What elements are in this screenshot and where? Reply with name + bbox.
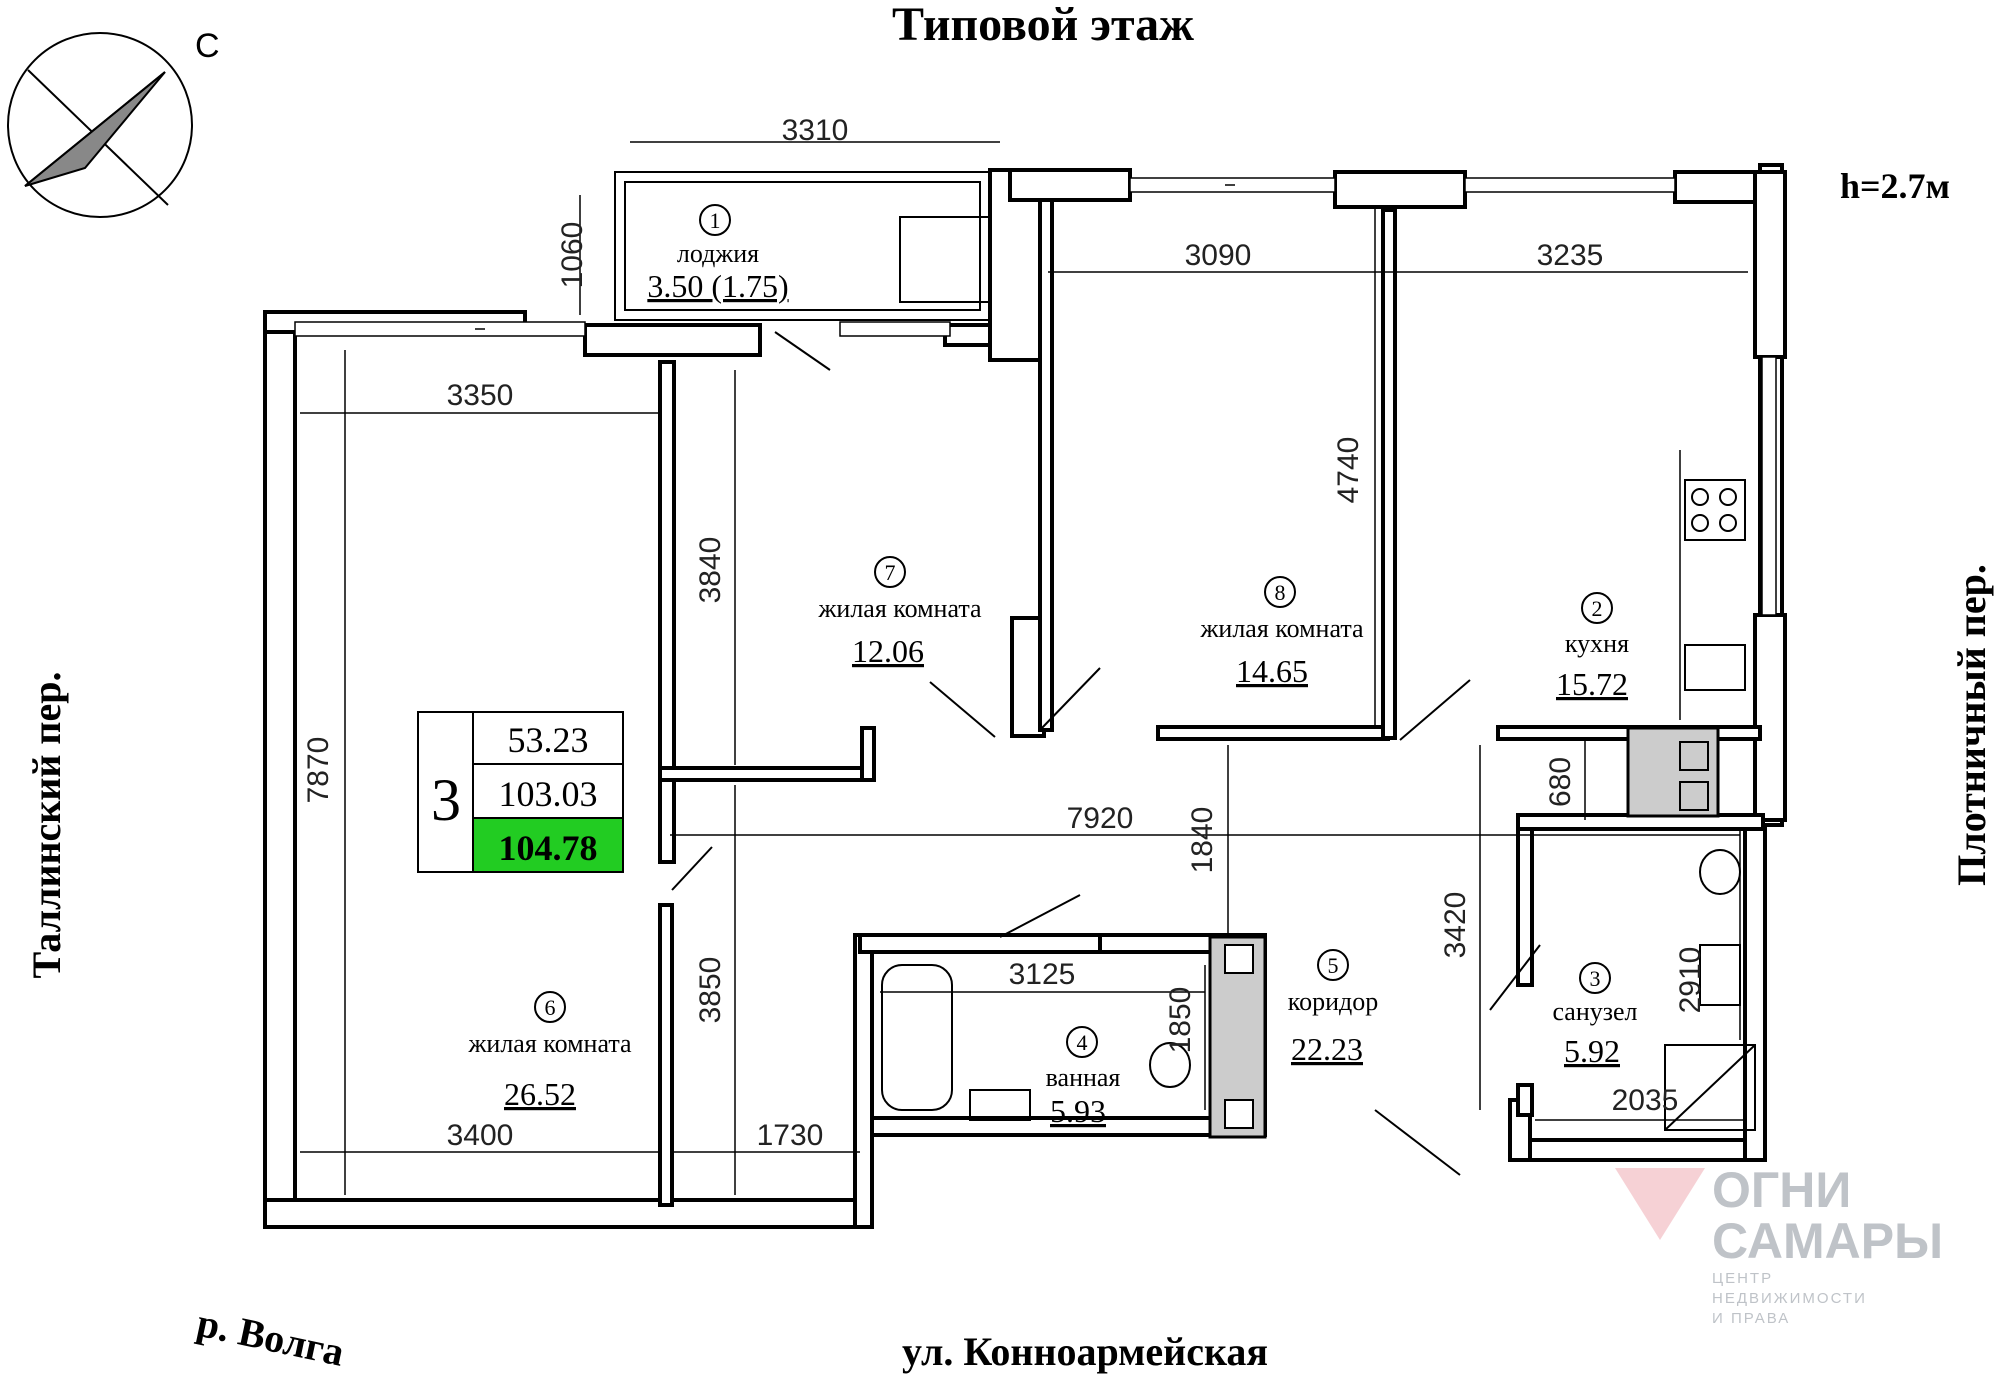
svg-text:22.23: 22.23 [1291,1031,1363,1067]
dim-corridor-height: 1840 [1186,807,1219,874]
room-label-1: 1 лоджия 3.50 (1.75) [647,204,789,304]
dim-room6-width: 3350 [447,379,514,412]
dim-left-height: 3850 [694,957,727,1024]
svg-text:3: 3 [1590,966,1601,991]
svg-text:ванная: ванная [1046,1063,1121,1092]
svg-text:жилая комната: жилая комната [467,1029,632,1058]
dim-loggia-height: 1060 [556,222,589,289]
svg-text:8: 8 [1275,580,1286,605]
dim-bottom-mid: 1730 [757,1119,824,1152]
dim-hall-height: 680 [1544,757,1577,807]
street-right: Плотничный пер. [1949,564,1994,886]
compass-north-letter: С [195,27,220,65]
dim-wc-height: 3420 [1439,892,1472,959]
ceiling-height-label: h=2.7м [1840,166,1950,206]
dim-room6-height: 7870 [302,737,335,804]
room-label-7: 7 жилая комната 12.06 [817,556,982,669]
living-area: 53.23 [508,720,589,760]
dim-room6-bottom: 3400 [447,1119,514,1152]
svg-text:санузел: санузел [1552,997,1637,1026]
area-summary-table: 3 53.23 103.03 104.78 [417,711,624,873]
svg-text:6: 6 [545,995,556,1020]
room-label-4: 4 ванная 5.93 [1046,1026,1121,1129]
svg-text:4: 4 [1077,1030,1088,1055]
svg-text:26.52: 26.52 [504,1076,576,1112]
brand-logo-icon [1615,1168,1705,1240]
page-title: Типовой этаж [892,0,1194,51]
svg-text:12.06: 12.06 [852,633,924,669]
svg-text:ЦЕНТР: ЦЕНТР [1712,1270,1773,1287]
svg-text:лоджия: лоджия [677,239,759,268]
svg-text:2: 2 [1592,596,1603,621]
svg-text:3.50 (1.75): 3.50 (1.75) [647,268,788,304]
svg-text:жилая комната: жилая комната [1199,614,1364,643]
total-area-with-loggia: 104.78 [499,828,598,868]
room-label-8: 8 жилая комната 14.65 [1199,576,1364,689]
total-area-highlight [472,817,624,873]
dim-corridor-width: 7920 [1067,802,1134,835]
loggia [614,171,991,371]
svg-text:5.93: 5.93 [1050,1093,1106,1129]
svg-text:1: 1 [710,208,721,233]
dim-bath-width: 3125 [1009,958,1076,991]
kitchen-fixtures [1679,450,1746,720]
brand-watermark: ОГНИ САМАРЫ ЦЕНТР НЕДВИЖИМОСТИ И ПРАВА [1615,1162,1943,1327]
svg-text:5.92: 5.92 [1564,1033,1620,1069]
river-label: р. Волга [193,1300,348,1375]
dim-kitchen-width: 3235 [1537,239,1604,272]
dim-bath-height: 1850 [1164,987,1197,1054]
street-bottom: ул. Конноармейская [902,1329,1268,1374]
door-swings [671,667,1541,1176]
room-label-2: 2 кухня 15.72 [1556,592,1629,702]
svg-text:7: 7 [885,560,896,585]
svg-text:жилая комната: жилая комната [817,594,982,623]
compass-icon [7,32,193,218]
svg-text:14.65: 14.65 [1236,653,1308,689]
dim-room8-width: 3090 [1185,239,1252,272]
street-left: Таллинский пер. [24,672,69,979]
dim-room8-height: 4740 [1332,437,1365,504]
svg-text:кухня: кухня [1565,629,1629,658]
total-area: 103.03 [499,774,598,814]
svg-text:5: 5 [1328,953,1339,978]
svg-text:НЕДВИЖИМОСТИ: НЕДВИЖИМОСТИ [1712,1290,1867,1307]
svg-text:ОГНИ: ОГНИ [1712,1162,1851,1218]
svg-text:коридор: коридор [1288,987,1378,1016]
dimension-lines [300,141,1748,1195]
svg-text:И ПРАВА: И ПРАВА [1712,1310,1790,1327]
svg-text:САМАРЫ: САМАРЫ [1712,1213,1943,1269]
room-label-6: 6 жилая комната 26.52 [467,991,632,1112]
svg-text:15.72: 15.72 [1556,666,1628,702]
ventilation-shafts [1208,726,1720,1139]
dim-loggia-width: 3310 [782,114,849,147]
dim-room7-height: 3840 [694,537,727,604]
room-label-3: 3 санузел 5.92 [1552,962,1638,1069]
room-label-5: 5 коридор 22.23 [1288,949,1378,1067]
rooms-count: 3 [431,767,461,833]
windows [294,177,1777,616]
dim-wc-width: 2035 [1612,1084,1679,1117]
dim-wc-inner-height: 2910 [1674,947,1707,1014]
